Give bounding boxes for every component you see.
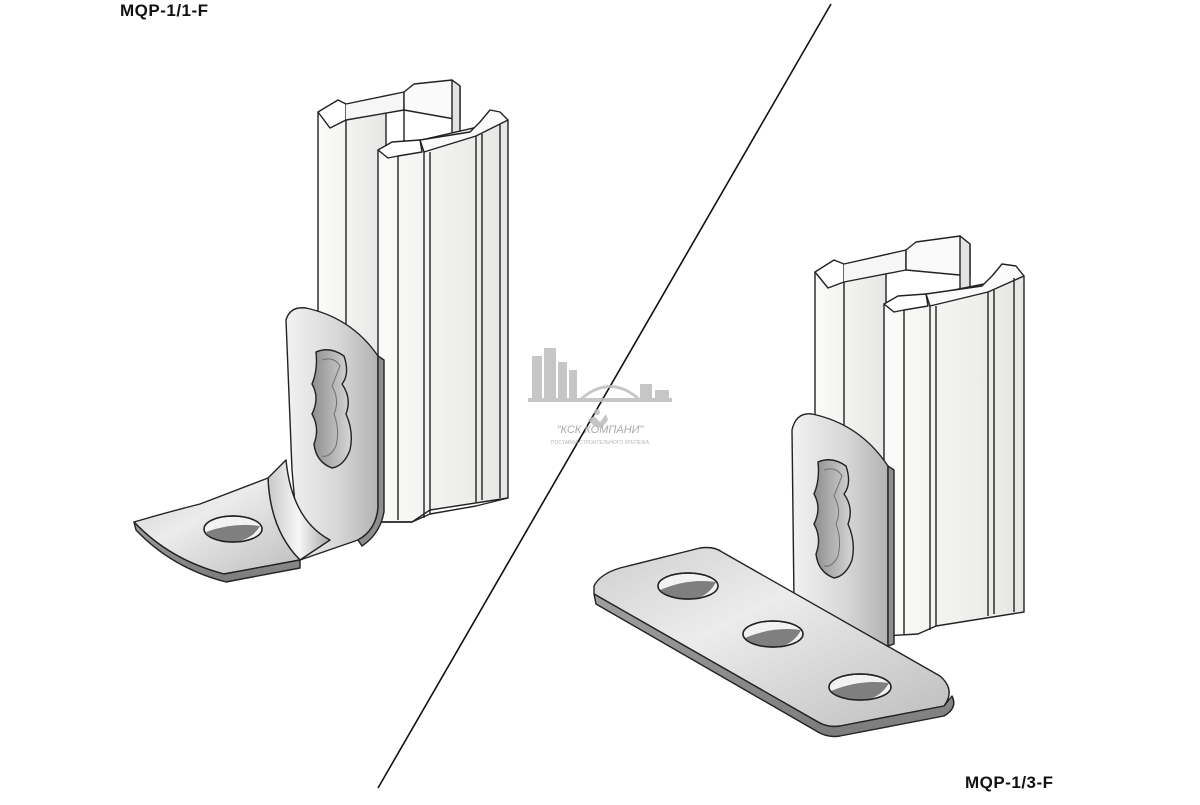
product-code-left: MQP-1/1-F xyxy=(120,1,209,20)
watermark-tagline: ПОСТАВКИ СТРОИТЕЛЬНОГО КРЕПЕЖА xyxy=(550,440,650,446)
product-code-right: MQP-1/3-F xyxy=(965,773,1054,792)
angle-bracket-left xyxy=(133,307,385,583)
vertical-plate-right xyxy=(791,413,895,649)
divider-line xyxy=(377,3,832,789)
company-logo xyxy=(528,348,672,428)
base-plate-right xyxy=(593,546,955,738)
watermark-company-name: "КСК КОМПАНИ" xyxy=(556,424,644,436)
